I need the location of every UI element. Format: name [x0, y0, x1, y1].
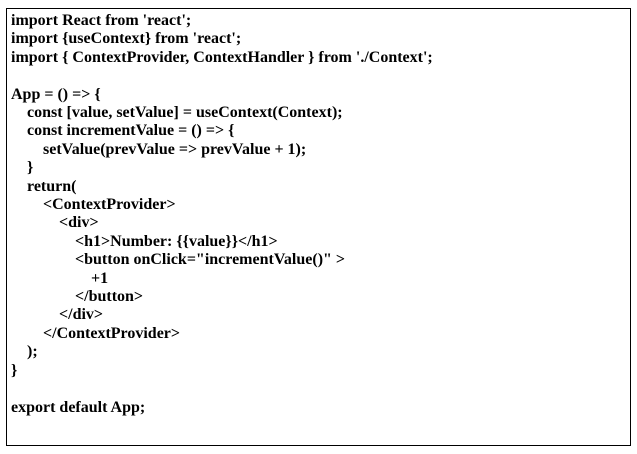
- code-line: return(: [11, 177, 77, 195]
- code-block: import React from 'react'; import {useCo…: [6, 8, 631, 446]
- code-line: import React from 'react';: [11, 12, 192, 29]
- code-line: import { ContextProvider, ContextHandler…: [11, 48, 433, 66]
- code-line: </ContextProvider>: [11, 324, 181, 342]
- code-line: </div>: [11, 306, 104, 324]
- code-line: App = () => {: [11, 85, 101, 103]
- code-line: }: [11, 361, 18, 379]
- code-line: </button>: [11, 288, 144, 306]
- code-line: setValue(prevValue => prevValue + 1);: [11, 140, 307, 158]
- code-line: export default App;: [11, 398, 146, 416]
- code-line: <ContextProvider>: [11, 196, 176, 214]
- code-line: }: [11, 159, 34, 177]
- code-line: const [value, setValue] = useContext(Con…: [11, 104, 343, 122]
- code-line: +1: [11, 269, 109, 287]
- code-line: );: [11, 343, 38, 361]
- code-line: const incrementValue = () => {: [11, 122, 235, 140]
- code-line: <button onClick="incrementValue()" >: [11, 251, 346, 269]
- code-line: <div>: [11, 214, 99, 232]
- code-line: [11, 67, 626, 85]
- code-line: [11, 380, 626, 398]
- code-line: <h1>Number: {{value}}</h1>: [11, 232, 278, 250]
- code-line: import {useContext} from 'react';: [11, 30, 242, 48]
